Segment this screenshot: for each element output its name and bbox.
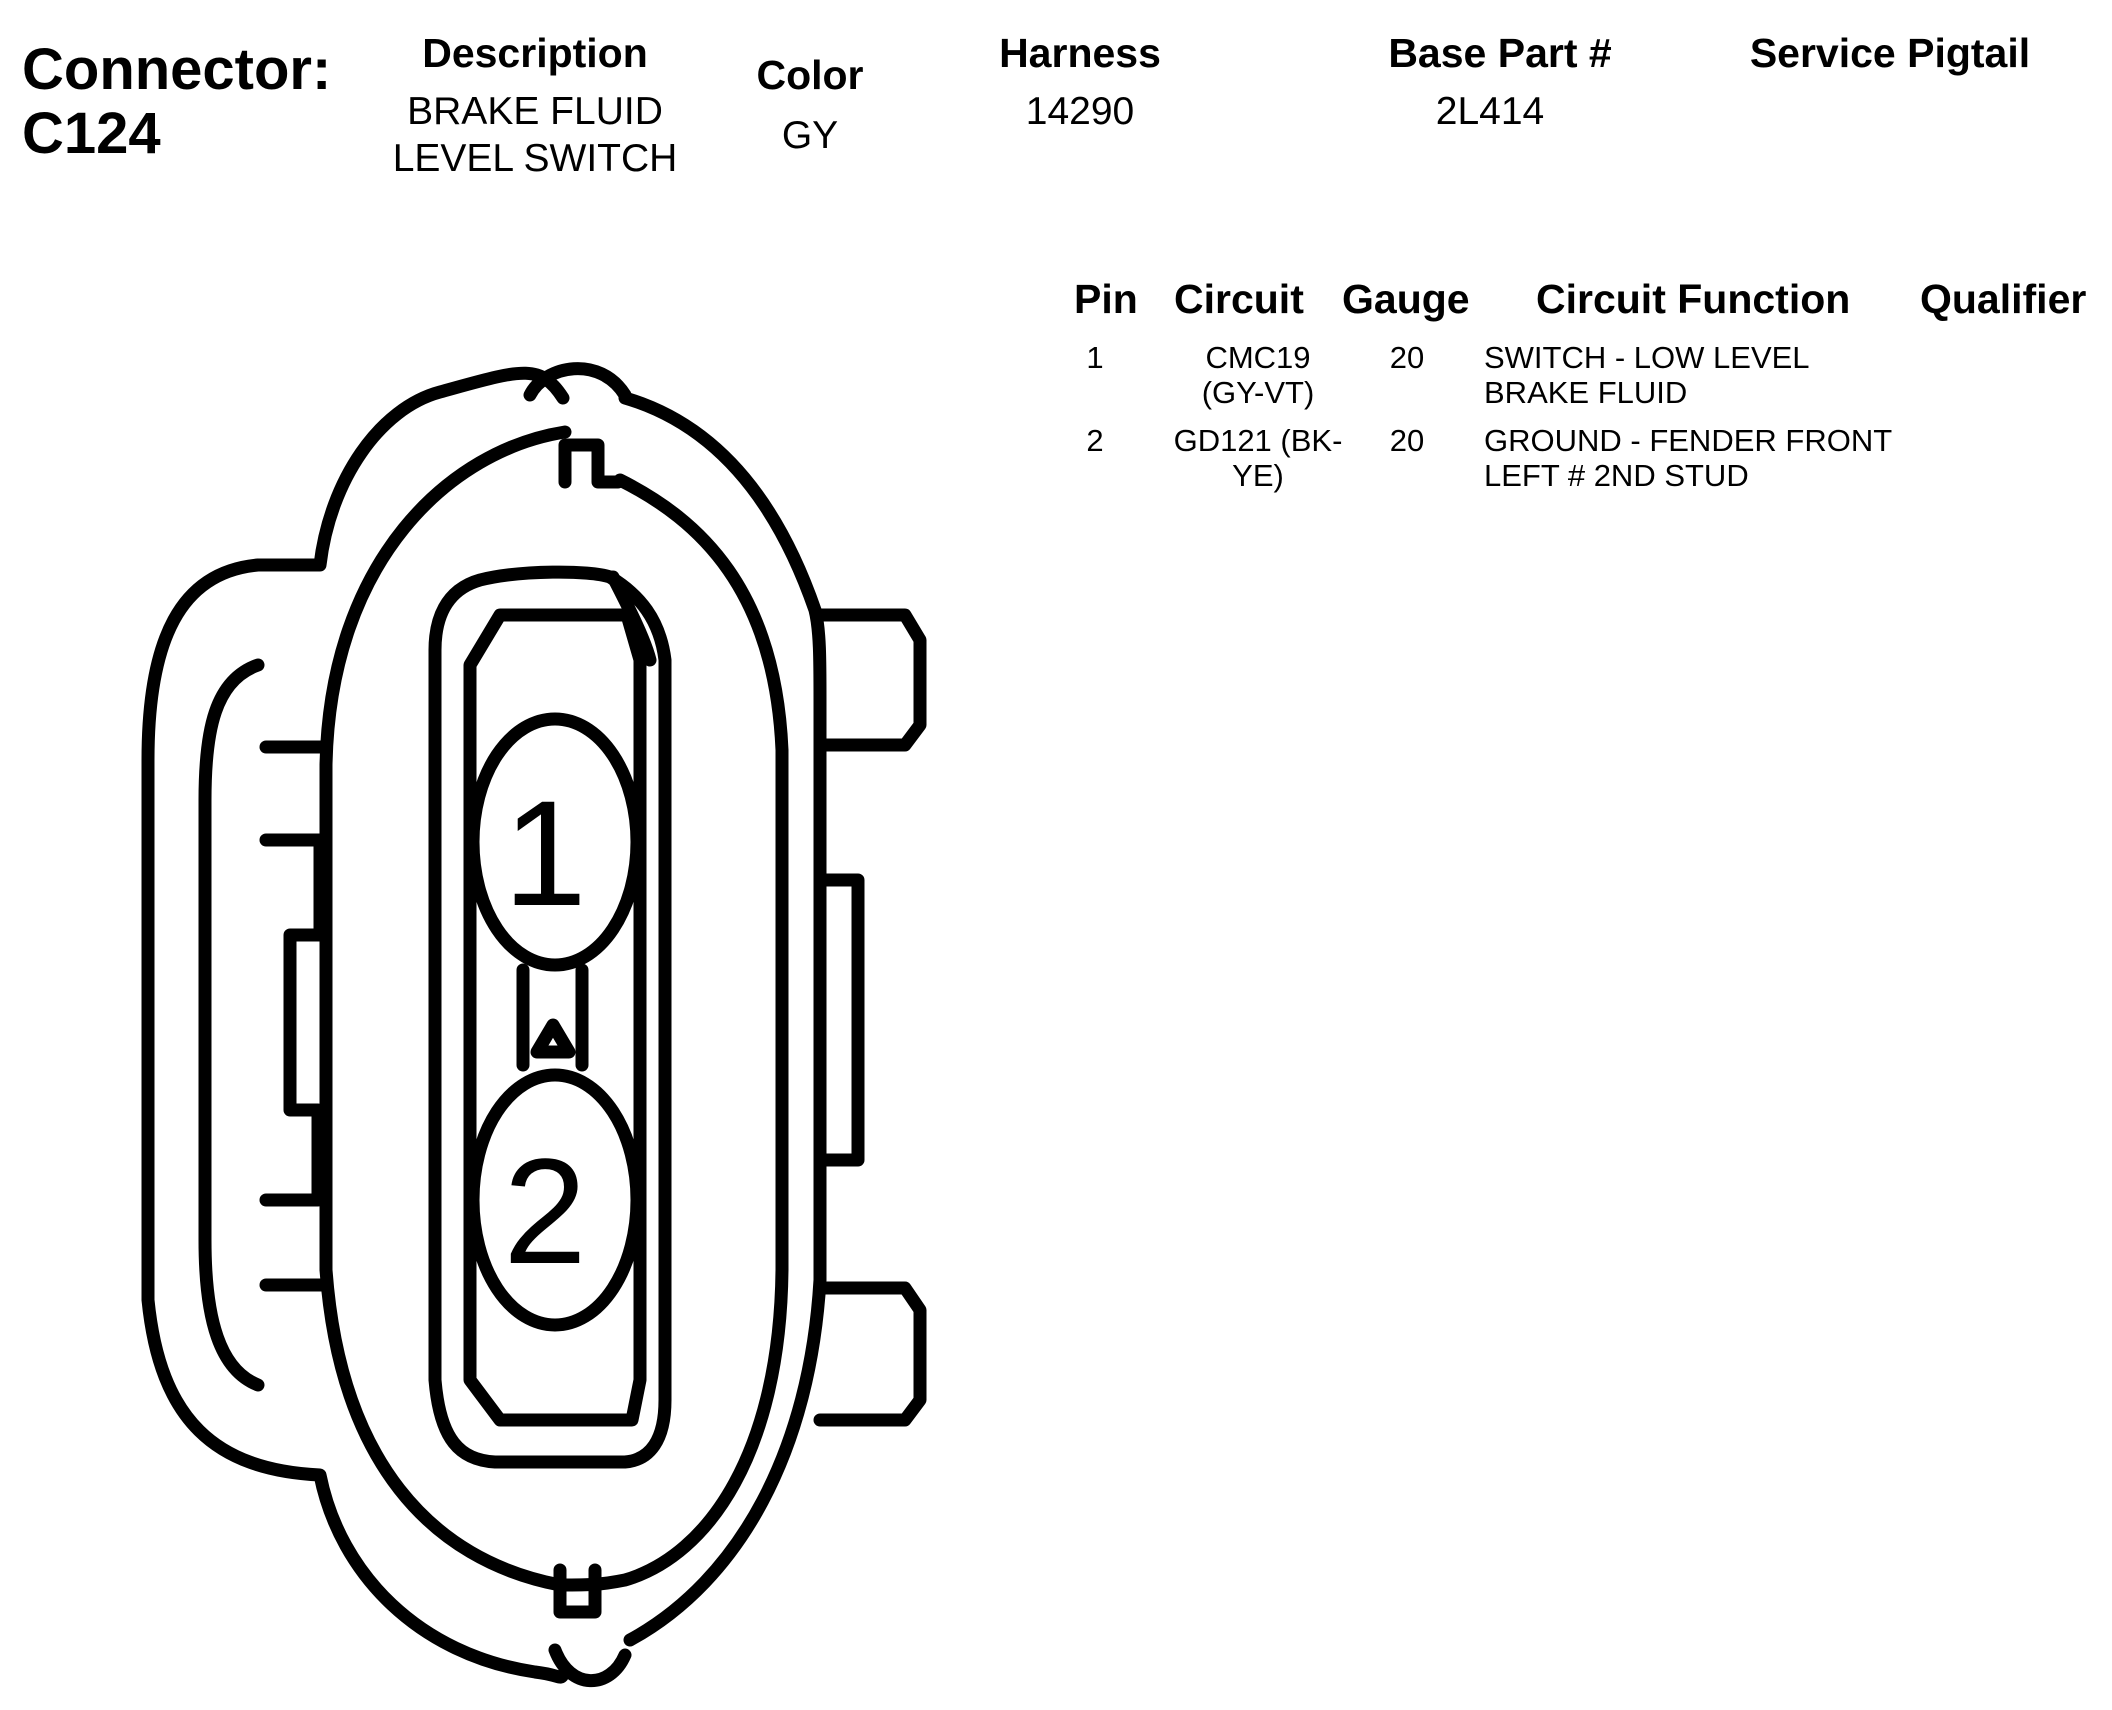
circuit-line-1: CMC19 — [1205, 340, 1311, 375]
connector-inner-oval — [319, 425, 789, 1592]
base-part-header: Base Part # — [1388, 30, 1612, 76]
circuit-function: GROUND - FENDER FRONT LEFT # 2ND STUD — [1484, 423, 1924, 493]
col-header-circuit-function: Circuit Function — [1536, 276, 1851, 322]
pin-number: 1 — [1086, 340, 1104, 375]
circuit-line-2: YE) — [1232, 458, 1284, 493]
circuit-id: GD121 (BK- YE) — [1158, 423, 1358, 493]
col-header-qualifier: Qualifier — [1920, 276, 2087, 322]
connector-id: C124 — [22, 101, 161, 166]
bottom-latch — [553, 1563, 602, 1619]
description-value: BRAKE FLUID LEVEL SWITCH — [360, 88, 710, 182]
pin-number: 2 — [1086, 423, 1104, 458]
gauge-value: 20 — [1389, 423, 1425, 458]
description-line-1: BRAKE FLUID — [407, 90, 663, 133]
circuit-line-2: (GY-VT) — [1201, 375, 1315, 410]
col-header-pin: Pin — [1074, 276, 1138, 322]
col-header-circuit: Circuit — [1174, 276, 1304, 322]
connector-outer-housing — [141, 366, 570, 1684]
col-header-gauge: Gauge — [1342, 276, 1470, 322]
pin-2-label: 2 — [503, 1127, 586, 1295]
top-latch — [558, 438, 625, 489]
description-line-2: LEVEL SWITCH — [392, 137, 678, 180]
right-tab-upper — [813, 608, 927, 752]
harness-value: 14290 — [1025, 90, 1135, 133]
pin-1-circle — [466, 712, 644, 972]
circuit-line-1: GD121 (BK- — [1173, 423, 1343, 458]
connector-title: Connector: C124 — [22, 38, 331, 166]
harness-header: Harness — [999, 30, 1161, 76]
right-tab-lower — [813, 1281, 927, 1427]
pin-2-circle — [466, 1068, 644, 1332]
left-side-tab — [198, 658, 265, 1392]
function-line-2: LEFT # 2ND STUD — [1484, 458, 1749, 493]
base-part-value: 2L414 — [1435, 90, 1545, 133]
circuit-id: CMC19 (GY-VT) — [1158, 340, 1358, 410]
circuit-function: SWITCH - LOW LEVEL BRAKE FLUID — [1484, 340, 1924, 410]
function-line-1: SWITCH - LOW LEVEL — [1484, 340, 1810, 375]
function-line-1: GROUND - FENDER FRONT — [1484, 423, 1893, 458]
color-value: GY — [781, 114, 839, 157]
connector-label: Connector: — [22, 37, 332, 102]
pin-1-label: 1 — [503, 769, 586, 937]
pin-cavity-outer — [428, 565, 672, 1469]
right-tab-middle — [813, 873, 865, 1167]
connector-top-bump — [523, 362, 632, 402]
connector-outer-housing-right — [618, 391, 827, 1647]
function-line-2: BRAKE FLUID — [1484, 375, 1688, 410]
description-header: Description — [422, 30, 648, 76]
color-header: Color — [756, 52, 864, 98]
gauge-value: 20 — [1389, 340, 1425, 375]
left-key-notch — [259, 833, 327, 1207]
polarization-slot — [516, 963, 589, 1072]
pin-cavity-inner — [463, 608, 647, 1427]
service-pigtail-header: Service Pigtail — [1749, 30, 2031, 76]
connector-bottom-bump — [548, 1643, 632, 1688]
